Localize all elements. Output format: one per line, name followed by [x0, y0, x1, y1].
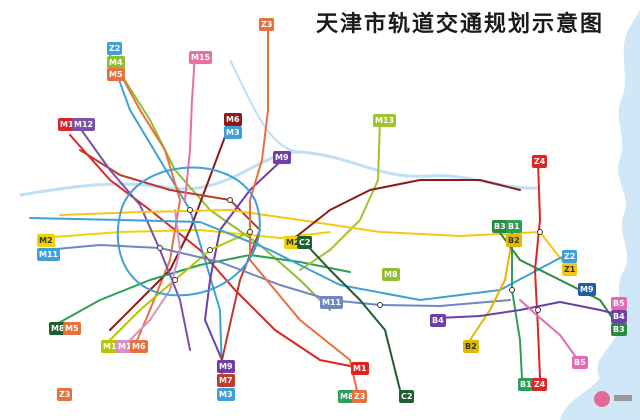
line-badge[interactable]: C2 — [399, 390, 415, 403]
line-badge[interactable]: Z3 — [352, 390, 368, 403]
line-b1 — [511, 229, 523, 379]
line-m13 — [299, 119, 381, 271]
line-badge[interactable]: M5 — [63, 322, 81, 335]
line-badge[interactable]: M12 — [72, 118, 96, 131]
interchange-station — [157, 245, 163, 251]
line-m15 — [184, 54, 196, 201]
line-z3 — [249, 27, 359, 396]
interchange-station — [207, 247, 213, 253]
line-m9 — [204, 159, 283, 361]
line-badge[interactable]: B2 — [506, 234, 522, 247]
line-badge[interactable]: Z3 — [259, 18, 275, 31]
line-badge[interactable]: M4 — [107, 56, 125, 69]
line-badge[interactable]: B2 — [463, 340, 479, 353]
map-title: 天津市轨道交通规划示意图 — [316, 11, 605, 37]
line-badge[interactable]: B1 — [506, 220, 522, 233]
line-b4 — [437, 301, 617, 319]
line-m8 — [54, 254, 351, 326]
line-badge[interactable]: M8 — [338, 390, 356, 403]
line-badge[interactable]: M3 — [224, 126, 242, 139]
line-m1 — [69, 134, 361, 369]
line-ring — [116, 166, 261, 297]
line-badge[interactable]: B4 — [430, 314, 446, 327]
line-badge[interactable]: M11 — [37, 248, 61, 261]
line-z2 — [29, 217, 569, 301]
line-badge[interactable]: B3 — [611, 323, 627, 336]
line-badge[interactable]: Z3 — [57, 388, 73, 401]
line-m14 — [124, 209, 181, 346]
interchange-station — [537, 229, 543, 235]
line-c1 — [291, 179, 521, 241]
line-badge[interactable]: Z1 — [562, 263, 578, 276]
sea-area — [560, 10, 640, 420]
line-badge[interactable]: B4 — [611, 310, 627, 323]
line-badge[interactable]: M11 — [320, 296, 344, 309]
line-badge[interactable]: C2 — [297, 236, 313, 249]
line-z4 — [534, 161, 541, 379]
line-badge[interactable]: M9 — [217, 360, 235, 373]
line-b2 — [469, 239, 513, 341]
interchange-station — [509, 287, 515, 293]
line-m12 — [79, 127, 191, 351]
interchange-stations — [157, 197, 543, 313]
line-badge[interactable]: M9 — [578, 283, 596, 296]
line-b3 — [497, 229, 619, 327]
line-badge[interactable]: B1 — [518, 378, 534, 391]
interchange-station — [172, 277, 178, 283]
line-network — [29, 27, 619, 396]
line-badge[interactable]: M2 — [37, 234, 55, 247]
line-badge[interactable]: M13 — [373, 114, 397, 127]
interchange-station — [377, 302, 383, 308]
line-badge[interactable]: M7 — [217, 374, 235, 387]
line-badge[interactable]: M8 — [382, 268, 400, 281]
interchange-station — [535, 307, 541, 313]
line-m5 — [113, 61, 181, 346]
interchange-station — [187, 207, 193, 213]
line-c2 — [301, 239, 401, 391]
logo-icon — [592, 387, 634, 416]
interchange-station — [227, 197, 233, 203]
line-badge[interactable]: M6 — [130, 340, 148, 353]
line-badge[interactable]: B5 — [572, 356, 588, 369]
line-badge[interactable]: M15 — [189, 51, 213, 64]
line-m11 — [44, 244, 511, 307]
line-badge[interactable]: M9 — [273, 151, 291, 164]
line-badge[interactable]: M6 — [224, 113, 242, 126]
line-badge[interactable]: M1 — [351, 362, 369, 375]
river-2 — [229, 59, 301, 153]
line-badge[interactable]: M3 — [217, 388, 235, 401]
line-badge[interactable]: M1 — [58, 118, 76, 131]
line-badge[interactable]: B5 — [611, 297, 627, 310]
line-m6 — [109, 117, 233, 331]
line-badge[interactable]: B3 — [492, 220, 508, 233]
line-badge[interactable]: M8 — [49, 322, 67, 335]
line-badge[interactable]: Z2 — [107, 42, 123, 55]
line-badge[interactable]: M5 — [107, 68, 125, 81]
line-badge[interactable]: Z4 — [532, 378, 548, 391]
line-badge[interactable]: Z2 — [562, 250, 578, 263]
line-badge[interactable]: Z4 — [532, 155, 548, 168]
line-m3 — [109, 54, 223, 376]
line-b5 — [519, 299, 579, 361]
line-z1 — [59, 209, 569, 269]
interchange-station — [247, 229, 253, 235]
